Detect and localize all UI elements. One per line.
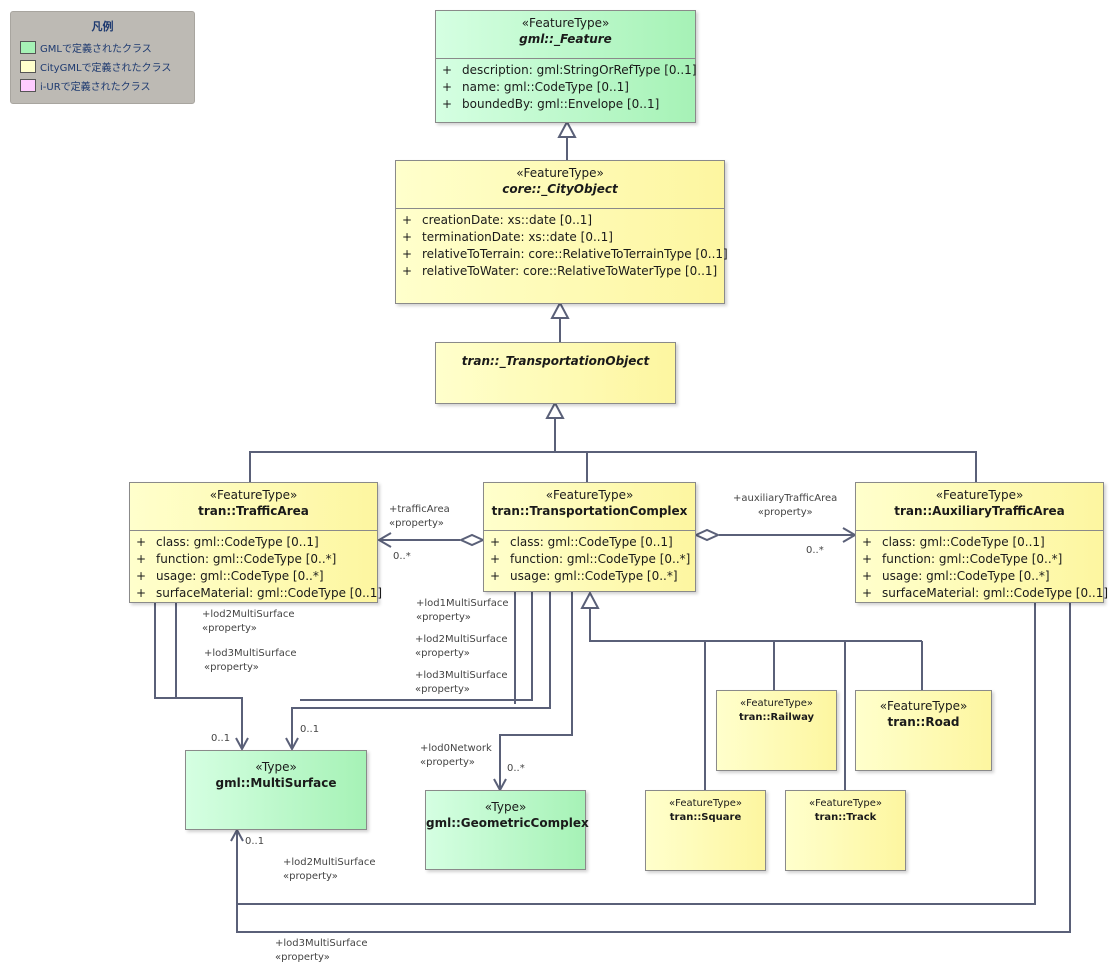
attribute-row: +surfaceMaterial: gml::CodeType [0..1] (136, 586, 383, 600)
attribute-row: +terminationDate: xs::date [0..1] (402, 230, 613, 244)
association-aux-lod3 (236, 602, 1071, 933)
class-name: tran::AuxiliaryTrafficArea (894, 504, 1065, 518)
navigable-arrow (285, 737, 299, 752)
generalization-tree-complex (589, 594, 923, 790)
legend-title: 凡例 (91, 20, 114, 33)
stereotype: «Type» (484, 800, 527, 814)
attribute-row: +creationDate: xs::date [0..1] (402, 213, 593, 227)
attribute-row: +function: gml::CodeType [0..*] (862, 552, 1063, 566)
class-tran-transportationcomplex[interactable]: «FeatureType» tran::TransportationComple… (483, 482, 696, 592)
attribute-row: +function: gml::CodeType [0..*] (490, 552, 691, 566)
stereotype: «FeatureType» (521, 16, 610, 30)
role-label-tc-lod2: +lod2MultiSurface«property» (415, 634, 508, 659)
legend-swatch-gml (20, 41, 36, 54)
stereotype: «FeatureType» (516, 166, 604, 180)
multiplicity-geometriccomplex: 0..* (507, 763, 525, 774)
class-name: core::_CityObject (502, 182, 618, 196)
role-label-aux-lod3: +lod3MultiSurface«property» (275, 938, 368, 963)
class-name: tran::TrafficArea (198, 504, 309, 518)
multiplicity-multisurface-bottom: 0..1 (245, 836, 265, 847)
association-tc-lod1 (291, 591, 551, 748)
stereotype: «FeatureType» (209, 488, 298, 502)
attribute-row: +relativeToTerrain: core::RelativeToTerr… (402, 247, 728, 261)
generalization-tree-transport (249, 404, 977, 482)
attribute-row: +usage: gml::CodeType [0..*] (862, 569, 1050, 583)
class-name: tran::Square (669, 812, 742, 823)
legend-label-citygml: CityGMLで定義されたクラス (40, 63, 172, 74)
role-label-ta-lod2: +lod2MultiSurface«property» (202, 609, 295, 634)
generalization-arrowhead (545, 400, 565, 419)
class-tran-trafficarea[interactable]: «FeatureType» tran::TrafficArea +class: … (129, 482, 383, 603)
attribute-row: +description: gml:StringOrRefType [0..1] (442, 63, 697, 77)
class-gml-feature[interactable]: «FeatureType» gml::_Feature +description… (435, 10, 697, 123)
class-tran-transportationobject[interactable]: tran::_TransportationObject (435, 342, 676, 404)
role-label-auxiliarytrafficarea: +auxiliaryTrafficArea«property» (733, 493, 838, 518)
attribute-row: +class: gml::CodeType [0..1] (136, 535, 319, 549)
role-label-tc-lod1: +lod1MultiSurface«property» (416, 598, 509, 623)
class-tran-square[interactable]: «FeatureType» tran::Square (645, 790, 766, 871)
multiplicity-multisurface-right: 0..1 (300, 724, 320, 735)
aggregation-diamond (693, 528, 721, 542)
legend-item-gml: GMLで定義されたクラス (20, 40, 152, 55)
class-name: gml::GeometricComplex (426, 816, 589, 830)
attribute-row: +name: gml::CodeType [0..1] (442, 80, 629, 94)
attribute-row: +usage: gml::CodeType [0..*] (136, 569, 324, 583)
generalization-arrowhead (580, 590, 600, 609)
attribute-row: +boundedBy: gml::Envelope [0..1] (442, 97, 660, 111)
legend-label-gml: GMLで定義されたクラス (40, 44, 152, 55)
class-name: gml::MultiSurface (215, 776, 337, 790)
class-name: tran::Track (814, 812, 877, 823)
class-tran-track[interactable]: «FeatureType» tran::Track (785, 790, 906, 871)
navigable-arrow (377, 532, 392, 548)
attribute-row: +usage: gml::CodeType [0..*] (490, 569, 678, 583)
stereotype: «FeatureType» (809, 798, 882, 809)
class-tran-railway[interactable]: «FeatureType» tran::Railway (716, 690, 837, 771)
association-tc-lod2 (300, 591, 533, 701)
association-aux-lod2 (236, 602, 1036, 905)
navigable-arrow (230, 827, 244, 842)
attribute-row: +class: gml::CodeType [0..1] (862, 535, 1045, 549)
stereotype: «Type» (255, 760, 297, 774)
role-label-tc-lod0: +lod0Network«property» (420, 743, 492, 768)
legend-label-iur: i-URで定義されたクラス (40, 82, 151, 93)
class-gml-multisurface[interactable]: «Type» gml::MultiSurface (185, 750, 367, 830)
role-label-trafficarea: +trafficArea«property» (389, 504, 450, 529)
navigable-arrow (235, 737, 249, 752)
generalization-arrowhead (557, 119, 577, 138)
legend-swatch-citygml (20, 60, 36, 73)
legend-item-iur: i-URで定義されたクラス (20, 78, 150, 93)
association-ta-lod2 (154, 602, 243, 748)
stereotype: «FeatureType» (740, 698, 813, 709)
aggregation-diamond (458, 533, 486, 547)
generalization-arrowhead (550, 300, 570, 319)
class-gml-geometriccomplex[interactable]: «Type» gml::GeometricComplex (425, 790, 589, 870)
legend-swatch-iur (20, 79, 36, 92)
class-tran-road[interactable]: «FeatureType» tran::Road (855, 690, 992, 771)
multiplicity-trafficarea: 0..* (393, 551, 411, 562)
class-name: tran::Road (887, 715, 960, 729)
association-tc-lod0 (499, 591, 573, 790)
role-label-ta-lod3: +lod3MultiSurface«property» (204, 648, 297, 673)
attribute-row: +relativeToWater: core::RelativeToWaterT… (402, 264, 718, 278)
class-tran-auxiliarytrafficarea[interactable]: «FeatureType» tran::AuxiliaryTrafficArea… (855, 482, 1109, 603)
stereotype: «FeatureType» (935, 488, 1024, 502)
stereotype: «FeatureType» (545, 488, 634, 502)
attribute-row: +surfaceMaterial: gml::CodeType [0..1] (862, 586, 1109, 600)
attribute-row: +function: gml::CodeType [0..*] (136, 552, 337, 566)
role-label-aux-lod2: +lod2MultiSurface«property» (283, 857, 376, 882)
class-name: tran::TransportationComplex (491, 504, 688, 518)
legend: 凡例 GMLで定義されたクラス CityGMLで定義されたクラス i-URで定義… (10, 11, 195, 104)
multiplicity-multisurface-left: 0..1 (211, 733, 231, 744)
class-name: gml::_Feature (519, 32, 612, 46)
stereotype: «FeatureType» (669, 798, 742, 809)
attribute-row: +class: gml::CodeType [0..1] (490, 535, 673, 549)
class-core-cityobject[interactable]: «FeatureType» core::_CityObject +creatio… (395, 160, 728, 304)
stereotype: «FeatureType» (879, 699, 968, 713)
role-label-tc-lod3: +lod3MultiSurface«property» (415, 670, 508, 695)
class-name: tran::Railway (738, 712, 815, 723)
class-name: tran::_TransportationObject (461, 354, 650, 368)
multiplicity-auxiliarytrafficarea: 0..* (806, 545, 824, 556)
legend-item-citygml: CityGMLで定義されたクラス (20, 59, 171, 74)
